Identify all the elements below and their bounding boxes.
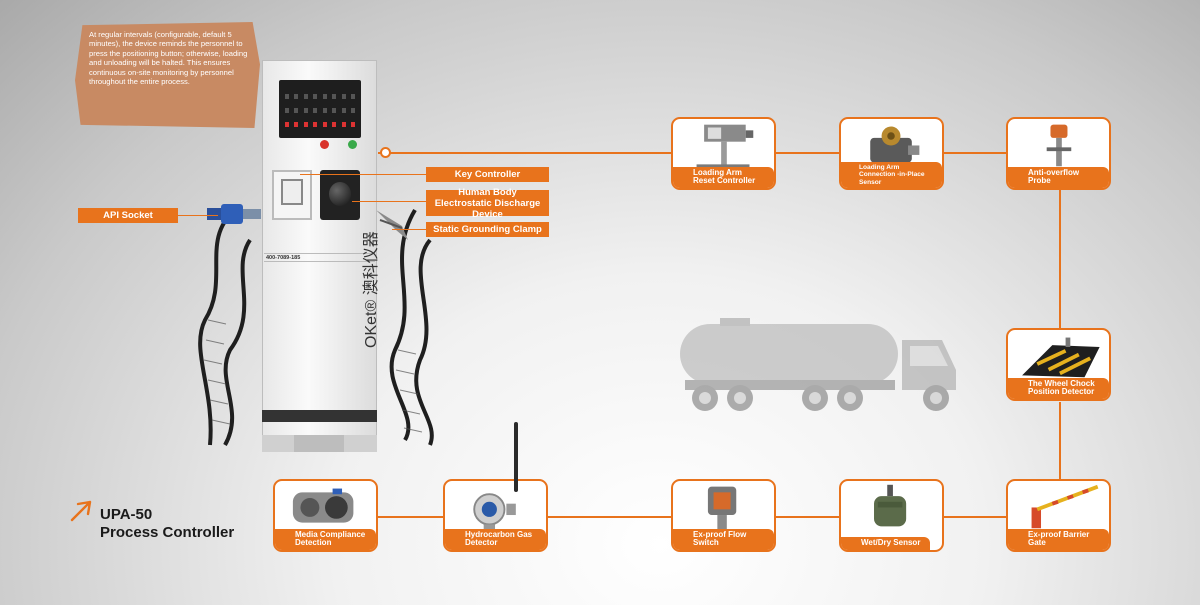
right-hose-2	[414, 238, 434, 446]
wheel-chock-icon	[1022, 337, 1100, 378]
connector-right-upper	[1059, 152, 1061, 328]
card-caption: Loading Arm Reset Controller	[673, 166, 774, 188]
barrier-gate-icon	[1031, 484, 1099, 529]
card-loading-arm-reset-controller[interactable]: Loading Arm Reset Controller	[671, 117, 776, 190]
card-loading-arm-connection-sensor[interactable]: Loading Arm Connection -in-Place Sensor	[839, 117, 944, 190]
anti-overflow-probe-icon	[1046, 124, 1072, 167]
cabinet-brand: OKet® 澳科仪器	[363, 231, 380, 348]
cabinet-slot	[262, 410, 377, 422]
leader-api-socket	[178, 215, 218, 216]
loading-arm-reset-icon	[696, 124, 754, 169]
label-api-socket: API Socket	[78, 208, 178, 223]
hoses	[198, 208, 434, 446]
left-hose	[198, 208, 237, 446]
card-media-compliance-detection[interactable]: Media Compliance Detection	[273, 479, 378, 552]
coupler-icon	[292, 488, 354, 523]
card-caption: Loading Arm Connection -in-Place Sensor	[841, 161, 942, 188]
right-hose	[389, 208, 417, 442]
confirm-button[interactable]	[348, 140, 357, 149]
process-controller-cabinet: 400-7089-185 OKet® 澳科仪器	[262, 60, 380, 452]
cabinet-display	[279, 80, 361, 138]
note-text: At regular intervals (configurable, defa…	[89, 30, 248, 87]
leader-key-controller	[300, 174, 426, 175]
cabinet-phone: 400-7089-185	[264, 253, 375, 262]
connector-dot	[380, 147, 391, 158]
flow-switch-icon	[707, 486, 737, 533]
connection-sensor-icon	[870, 126, 920, 163]
card-wet-dry-sensor[interactable]: Wet/Dry Sensor	[839, 479, 944, 552]
product-name: Process Controller	[100, 524, 235, 541]
left-hose-2	[223, 238, 252, 446]
discharge-sensor[interactable]	[320, 170, 360, 220]
stop-button[interactable]	[320, 140, 329, 149]
cabinet-base	[262, 435, 377, 452]
card-caption: Anti-overflow Probe	[1008, 166, 1109, 188]
card-caption: The Wheel Chock Position Detector	[1008, 377, 1109, 399]
grounding-clamp	[376, 210, 408, 240]
card-anti-overflow-probe[interactable]: Anti-overflow Probe	[1006, 117, 1111, 190]
card-ex-proof-barrier-gate[interactable]: Ex-proof Barrier Gate	[1006, 479, 1111, 552]
card-wheel-chock-position-detector[interactable]: The Wheel Chock Position Detector	[1006, 328, 1111, 401]
card-caption: Ex-proof Barrier Gate	[1008, 528, 1109, 550]
card-caption: Wet/Dry Sensor	[841, 537, 931, 550]
card-ex-proof-flow-switch[interactable]: Ex-proof Flow Switch	[671, 479, 776, 552]
leader-grounding-clamp	[392, 229, 426, 230]
gas-detector-antenna	[514, 422, 518, 492]
label-discharge-device: Human Body Electrostatic Discharge Devic…	[426, 187, 549, 220]
connector-right-lower	[1059, 402, 1061, 480]
note-bubble: At regular intervals (configurable, defa…	[75, 22, 260, 128]
card-caption: Hydrocarbon Gas Detector	[445, 528, 546, 550]
api-socket-connector	[207, 204, 261, 224]
card-caption: Ex-proof Flow Switch	[673, 528, 774, 550]
product-model: UPA-50	[100, 506, 153, 523]
tanker-truck-illustration	[680, 318, 956, 411]
label-key-controller: Key Controller	[426, 167, 549, 182]
label-grounding-clamp: Static Grounding Clamp	[426, 222, 549, 237]
card-hydrocarbon-gas-detector[interactable]: Hydrocarbon Gas Detector	[443, 479, 548, 552]
leader-discharge-device	[352, 201, 426, 202]
key-controller-window	[272, 170, 312, 220]
card-caption: Media Compliance Detection	[275, 528, 376, 550]
arrow-icon	[70, 500, 92, 522]
wet-dry-sensor-icon	[874, 484, 907, 527]
